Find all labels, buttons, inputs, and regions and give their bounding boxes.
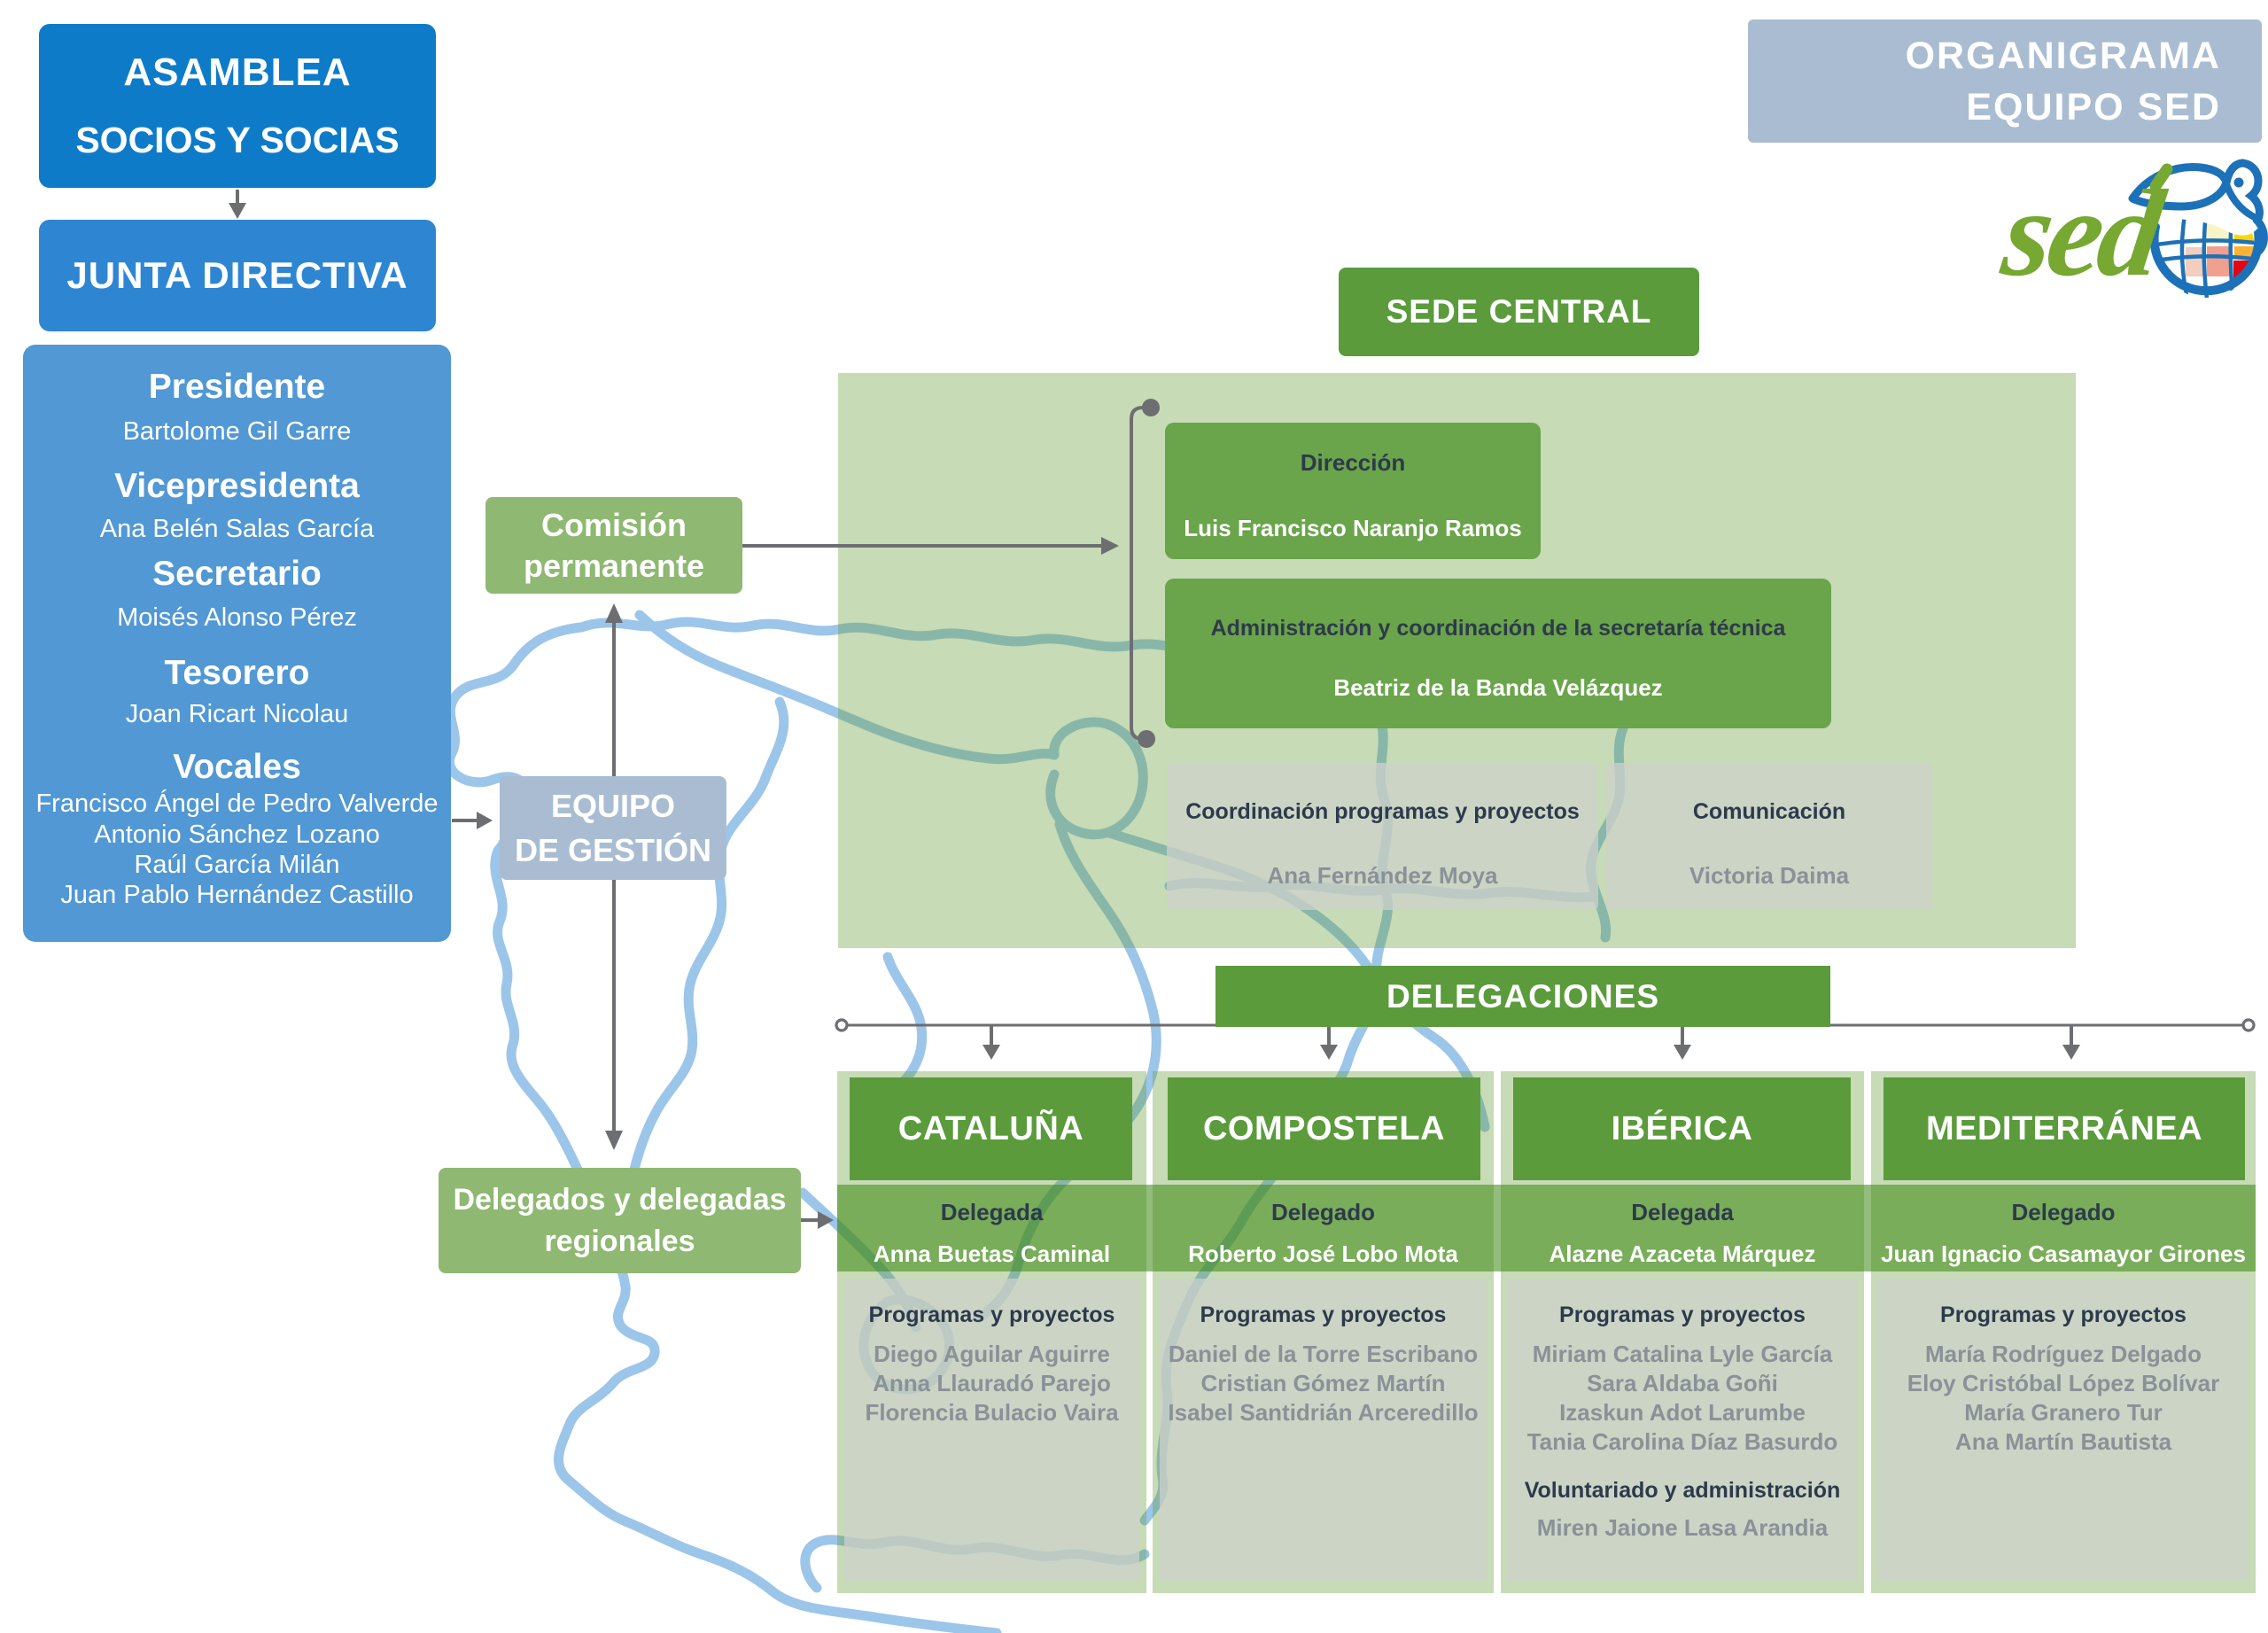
svg-text:sed: sed <box>1994 166 2173 302</box>
